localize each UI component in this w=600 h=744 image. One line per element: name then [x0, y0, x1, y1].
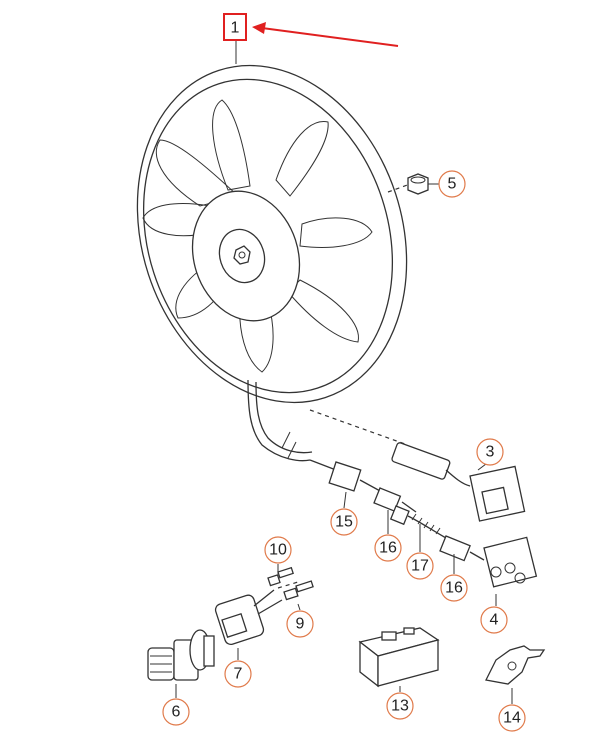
callout-16-lower: 16	[440, 574, 468, 602]
svg-text:3: 3	[486, 444, 495, 461]
svg-text:9: 9	[296, 616, 305, 633]
connector-3	[391, 442, 526, 522]
pin-10	[267, 566, 294, 587]
svg-text:15: 15	[335, 514, 353, 531]
svg-text:1: 1	[231, 20, 240, 37]
svg-text:10: 10	[269, 542, 287, 559]
highlight-arrow	[252, 22, 399, 47]
wiring-harness	[309, 459, 538, 588]
callout-10: 10	[264, 536, 292, 564]
callout-1: 1	[223, 13, 247, 41]
callout-14: 14	[498, 704, 526, 732]
plug-7	[214, 589, 283, 646]
svg-text:16: 16	[379, 540, 397, 557]
callout-9: 9	[286, 610, 314, 638]
svg-text:4: 4	[490, 612, 499, 629]
callout-6: 6	[162, 698, 190, 726]
svg-text:16: 16	[445, 580, 463, 597]
thermo-switch-6	[147, 629, 215, 681]
svg-text:5: 5	[448, 176, 457, 193]
svg-text:14: 14	[503, 710, 521, 727]
callout-5: 5	[438, 170, 466, 198]
callout-13: 13	[386, 692, 414, 720]
radiator-fan	[136, 64, 408, 462]
svg-text:6: 6	[172, 704, 181, 721]
callout-17: 17	[406, 552, 434, 580]
callout-7: 7	[224, 660, 252, 688]
nut-5	[407, 173, 429, 195]
callout-4: 4	[480, 606, 508, 634]
callout-16-upper: 16	[374, 534, 402, 562]
bracket-14	[485, 645, 546, 685]
svg-text:17: 17	[411, 558, 429, 575]
relay-13	[358, 627, 440, 688]
svg-text:13: 13	[391, 698, 409, 715]
pin-9	[283, 580, 314, 601]
svg-text:7: 7	[234, 666, 243, 683]
callout-15: 15	[330, 508, 358, 536]
callout-3: 3	[476, 438, 504, 466]
